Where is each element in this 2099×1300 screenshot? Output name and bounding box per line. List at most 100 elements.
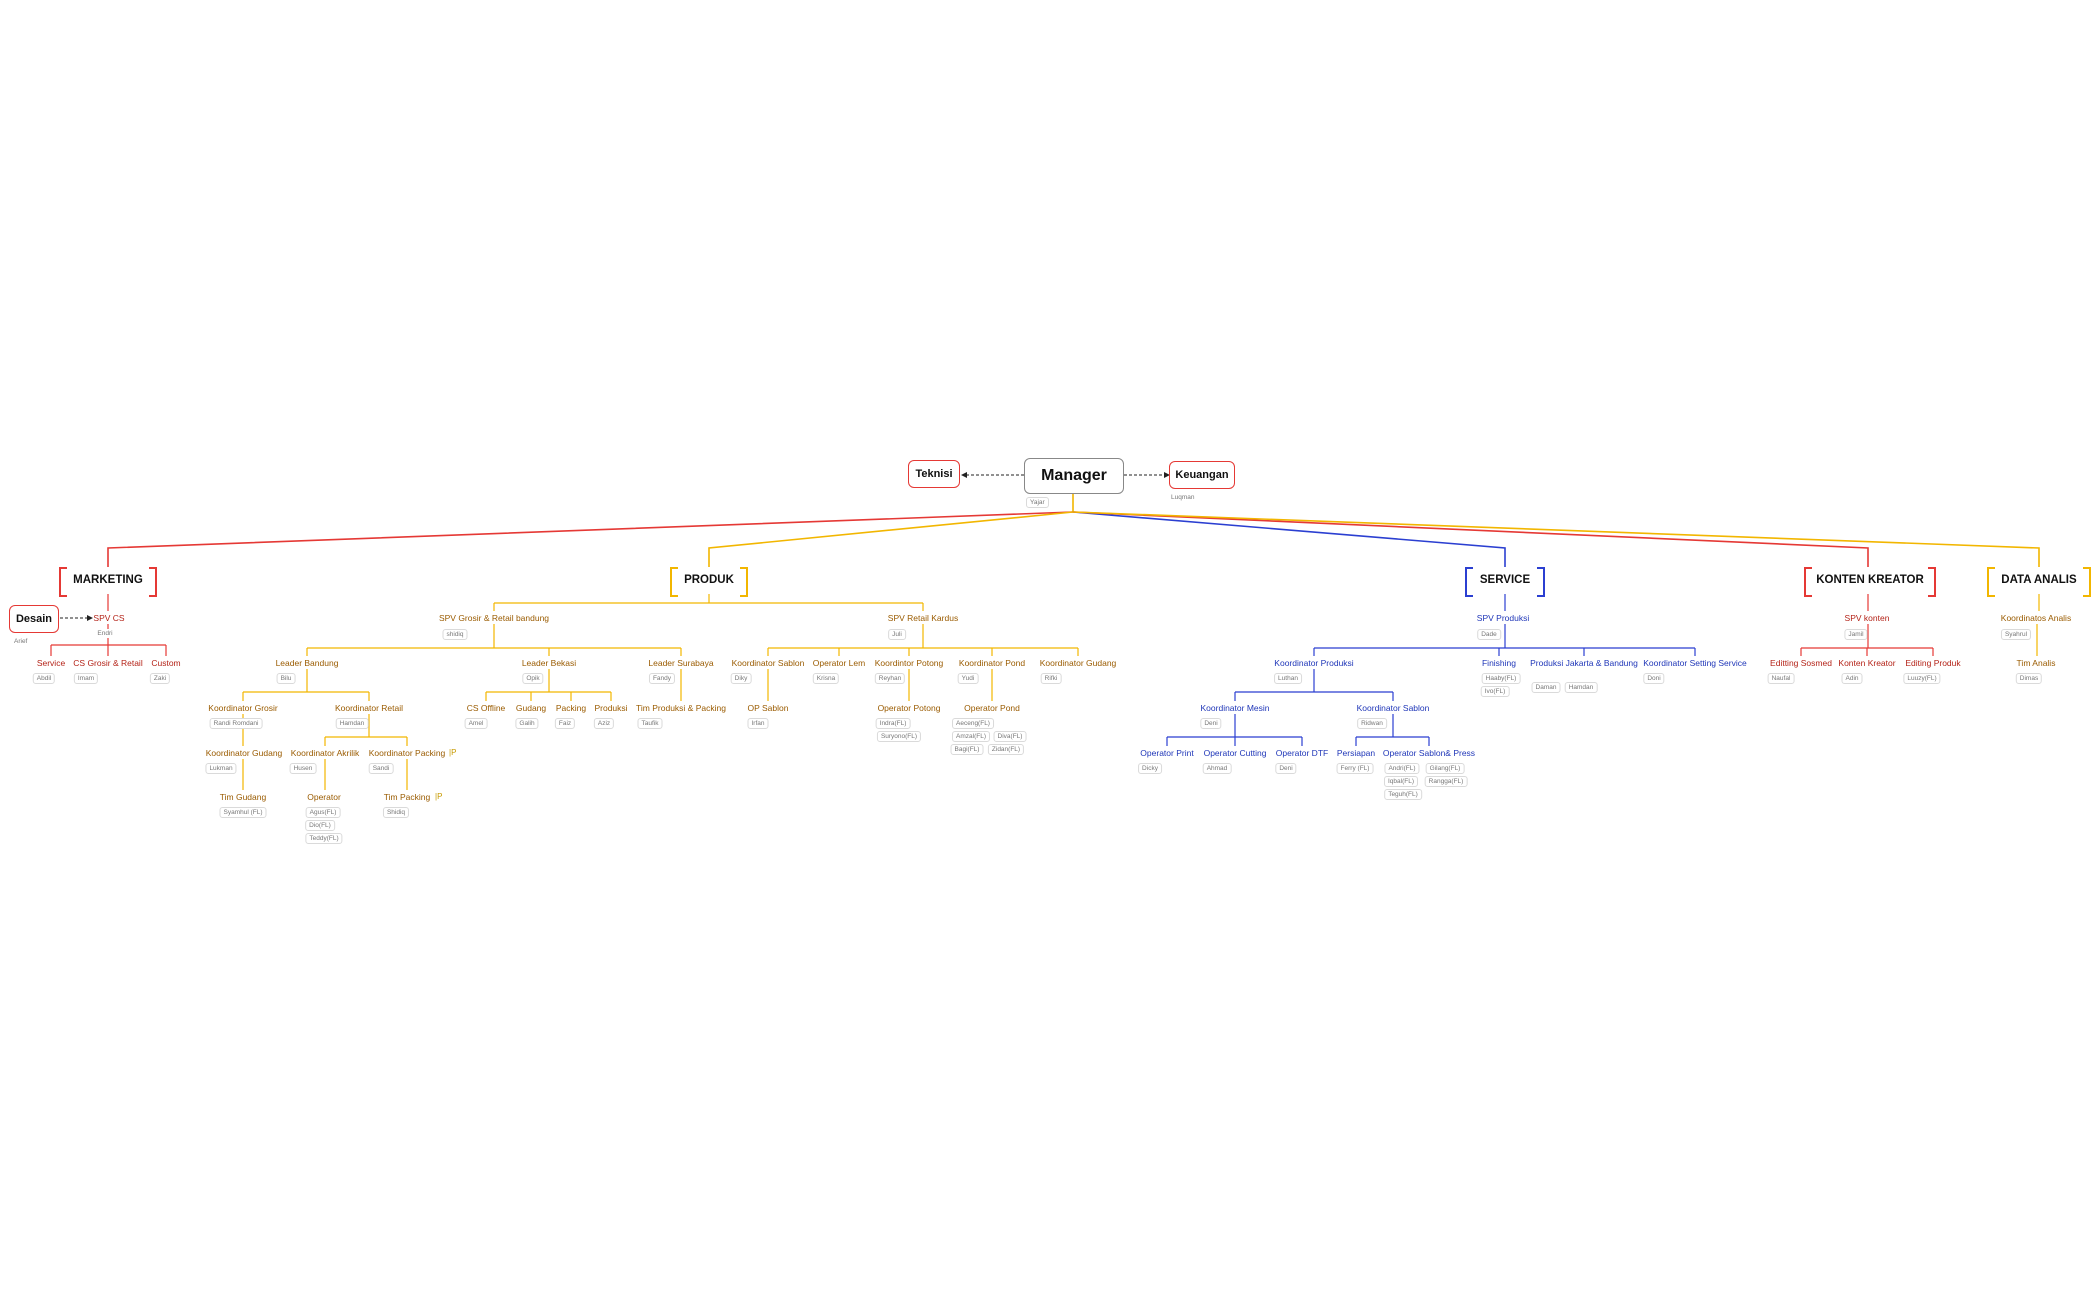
op-sablon-press-p5-tag: Teguh(FL) bbox=[1384, 789, 1422, 800]
leader-bandung-person-tag: Bilu bbox=[276, 673, 296, 684]
koord-akrilik-node[interactable]: Koordinator Akrilik bbox=[290, 748, 360, 758]
bracket-right bbox=[149, 567, 157, 597]
koord-packing-node[interactable]: Koordinator Packing bbox=[368, 748, 446, 758]
spv-konten-node[interactable]: SPV konten bbox=[1844, 613, 1890, 623]
tim-packing-node[interactable]: Tim Packing bbox=[383, 792, 431, 802]
koord-retail-node[interactable]: Koordinator Retail bbox=[334, 703, 404, 713]
operator-print-node[interactable]: Operator Print bbox=[1140, 748, 1194, 758]
packing-node[interactable]: Packing bbox=[555, 703, 587, 713]
spv-cs-person-tag: Endri bbox=[94, 629, 116, 638]
spv-retail-person-tag: Juli bbox=[888, 629, 906, 640]
koord-akrilik-person-tag: Husen bbox=[289, 763, 317, 774]
teknisi-node[interactable]: Teknisi bbox=[908, 460, 960, 488]
op-sablon-press-p4-tag: Rangga(FL) bbox=[1424, 776, 1468, 787]
operator-lem-node[interactable]: Operator Lem bbox=[812, 658, 866, 668]
operator-cutting-node[interactable]: Operator Cutting bbox=[1203, 748, 1267, 758]
finishing-p1-tag: Haaby(FL) bbox=[1481, 673, 1521, 684]
tim-gudang-node[interactable]: Tim Gudang bbox=[219, 792, 267, 802]
gudang-person-tag: Galih bbox=[515, 718, 539, 729]
cs-grosir-retail-node[interactable]: CS Grosir & Retail bbox=[73, 658, 143, 668]
dept-data-analis[interactable]: DATA ANALIS bbox=[1987, 567, 2091, 597]
flag-icon: |P bbox=[435, 792, 443, 801]
operator-p2-tag: Dio(FL) bbox=[305, 820, 335, 831]
dept-marketing[interactable]: MARKETING bbox=[59, 567, 157, 597]
bracket-right bbox=[1537, 567, 1545, 597]
link-service bbox=[1072, 511, 1506, 567]
custom-node[interactable]: Custom bbox=[151, 658, 181, 668]
spv-retail-kardus-node[interactable]: SPV Retail Kardus bbox=[887, 613, 959, 623]
desain-person-tag: Arief bbox=[11, 637, 31, 646]
teknisi-label: Teknisi bbox=[915, 468, 953, 480]
keuangan-node[interactable]: Keuangan bbox=[1169, 461, 1235, 489]
spv-cs-node[interactable]: SPV CS bbox=[93, 613, 125, 623]
koord-mesin-person-tag: Deni bbox=[1200, 718, 1222, 729]
leader-bandung-node[interactable]: Leader Bandung bbox=[275, 658, 339, 668]
produksi-jakarta-bandung-node[interactable]: Produksi Jakarta & Bandung bbox=[1530, 658, 1638, 668]
tim-analis-person-tag: Dimas bbox=[2015, 673, 2043, 684]
koord-produksi-person-tag: Luthan bbox=[1274, 673, 1302, 684]
service-node[interactable]: Service bbox=[36, 658, 66, 668]
packing-person-tag: Faiz bbox=[554, 718, 576, 729]
operator-potong-node[interactable]: Operator Potong bbox=[877, 703, 941, 713]
koord-gudang-node[interactable]: Koordinator Gudang bbox=[205, 748, 283, 758]
operator-pond-node[interactable]: Operator Pond bbox=[964, 703, 1020, 713]
dept-produk[interactable]: PRODUK bbox=[670, 567, 748, 597]
operator-pond-p4-tag: Bagi(FL) bbox=[950, 744, 984, 755]
gudang-node[interactable]: Gudang bbox=[515, 703, 547, 713]
dept-produk-label: PRODUK bbox=[684, 574, 734, 586]
koord-setting-service-node[interactable]: Koordinator Setting Service bbox=[1643, 658, 1747, 668]
spv-produksi-node[interactable]: SPV Produksi bbox=[1476, 613, 1530, 623]
operator-dtf-node[interactable]: Operator DTF bbox=[1275, 748, 1329, 758]
operator-node[interactable]: Operator bbox=[307, 792, 341, 802]
produksi-jb-p1-tag: Daman bbox=[1531, 682, 1561, 693]
cs-grosir-person-tag: Imam bbox=[73, 673, 99, 684]
dept-marketing-label: MARKETING bbox=[73, 574, 143, 586]
leader-surabaya-node[interactable]: Leader Surabaya bbox=[648, 658, 714, 668]
tim-analis-node[interactable]: Tim Analis bbox=[2016, 658, 2056, 668]
keuangan-person-tag: Luqman bbox=[1168, 493, 1198, 502]
operator-pond-p2-tag: Amzal(FL) bbox=[952, 731, 990, 742]
desain-label: Desain bbox=[15, 613, 53, 625]
produksi-node[interactable]: Produksi bbox=[594, 703, 628, 713]
koord-packing-person-tag: Sandi bbox=[368, 763, 394, 774]
koord-grosir-node[interactable]: Koordinator Grosir bbox=[208, 703, 278, 713]
editing-produk-node[interactable]: Editing Produk bbox=[1905, 658, 1961, 668]
persiapan-node[interactable]: Persiapan bbox=[1336, 748, 1376, 758]
operator-sablon-press-node[interactable]: Operator Sablon& Press bbox=[1382, 748, 1476, 758]
koord-sablon-node[interactable]: Koordinator Sablon bbox=[731, 658, 805, 668]
arrow-left-icon bbox=[961, 472, 967, 478]
dept-service[interactable]: SERVICE bbox=[1465, 567, 1545, 597]
operator-p3-tag: Teddy(FL) bbox=[305, 833, 343, 844]
editing-sosmed-node[interactable]: Editting Sosmed bbox=[1770, 658, 1832, 668]
arrow-right-icon bbox=[87, 615, 93, 621]
koordinatos-analis-node[interactable]: Koordinatos Analis bbox=[2000, 613, 2072, 623]
manager-node[interactable]: Manager bbox=[1024, 458, 1124, 494]
desain-node[interactable]: Desain bbox=[9, 605, 59, 633]
operator-lem-person-tag: Krisna bbox=[812, 673, 840, 684]
konten-kreator-node[interactable]: Konten Kreator bbox=[1838, 658, 1896, 668]
dept-konten-kreator[interactable]: KONTEN KREATOR bbox=[1804, 567, 1936, 597]
dept-service-label: SERVICE bbox=[1479, 574, 1531, 586]
koord-produksi-node[interactable]: Koordinator Produksi bbox=[1274, 658, 1354, 668]
koord-gudang-kardus-node[interactable]: Koordinator Gudang bbox=[1039, 658, 1117, 668]
koord-pond-node[interactable]: Koordinator Pond bbox=[958, 658, 1026, 668]
leader-bekasi-node[interactable]: Leader Bekasi bbox=[521, 658, 577, 668]
spv-grosir-node[interactable]: SPV Grosir & Retail bandung bbox=[438, 613, 550, 623]
koord-gudang-person-tag: Lukman bbox=[205, 763, 237, 774]
koord-sablon-service-node[interactable]: Koordinator Sablon bbox=[1356, 703, 1430, 713]
op-sablon-node[interactable]: OP Sablon bbox=[747, 703, 789, 713]
bracket-left bbox=[1465, 567, 1473, 597]
link-produk bbox=[708, 511, 1074, 567]
op-sablon-press-p2-tag: Gilang(FL) bbox=[1425, 763, 1465, 774]
finishing-node[interactable]: Finishing bbox=[1481, 658, 1517, 668]
tim-produksi-packing-node[interactable]: Tim Produksi & Packing bbox=[636, 703, 726, 713]
spv-grosir-person-tag: shidiq bbox=[442, 629, 468, 640]
bracket-left bbox=[1804, 567, 1812, 597]
custom-person-tag: Zaki bbox=[149, 673, 171, 684]
koord-mesin-node[interactable]: Koordinator Mesin bbox=[1200, 703, 1270, 713]
cs-offline-node[interactable]: CS Offline bbox=[466, 703, 506, 713]
koord-potong-node[interactable]: Koordintor Potong bbox=[874, 658, 944, 668]
koord-potong-person-tag: Reyhan bbox=[874, 673, 906, 684]
